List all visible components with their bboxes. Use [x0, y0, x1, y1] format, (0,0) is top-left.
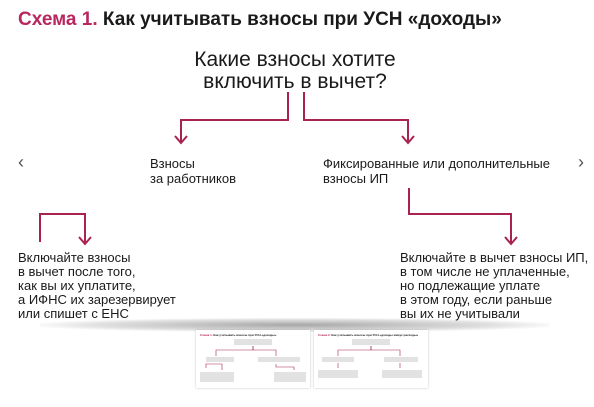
chevron-left-icon: ‹	[18, 152, 24, 172]
prev-slide-button[interactable]: ‹	[14, 152, 28, 172]
outcome-employees-line: а ИФНС их зарезервирует	[18, 292, 176, 307]
outcome-ip-line: вы их не учитывали	[400, 306, 520, 321]
diagram-title-number: Схема 1.	[18, 9, 98, 30]
chevron-right-icon: ›	[578, 152, 584, 172]
branch-ip-line: Фиксированные или дополнительные	[323, 156, 550, 171]
branch-ip-node: Фиксированные или дополнительные взносы …	[323, 156, 550, 186]
outcome-employees-line: как вы их уплатите,	[18, 278, 136, 293]
arrowhead	[504, 236, 518, 246]
branch-employees-node: Взносы за работников	[150, 156, 236, 186]
slide-shadow	[40, 318, 550, 332]
branch-employees-line: за работников	[150, 171, 237, 186]
question-line: Какие взносы хотите	[194, 48, 396, 71]
diagram-title: Схема 1. Как учитывать взносы при УСН «д…	[18, 9, 502, 31]
outcome-ip-line: в том числе не уплаченные,	[400, 264, 570, 279]
outcome-ip-line: но подлежащие уплате	[400, 278, 541, 293]
thumbnail-title: Схема 1. Как учитывать взносы при УСН «д…	[200, 333, 277, 337]
arrowhead	[174, 135, 188, 145]
outcome-employees-line: в вычет после того,	[18, 264, 136, 279]
arrowhead	[401, 135, 415, 145]
question-node: Какие взносы хотите включить в вычет?	[160, 49, 430, 93]
diagram-title-text: Как учитывать взносы при УСН «доходы»	[102, 9, 502, 30]
thumbnail-title: Схема 2. Как учитывать взносы при УСН «д…	[318, 333, 419, 337]
connector-right-to-outcome	[408, 188, 512, 243]
outcome-employees-line: Включайте взносы	[18, 250, 131, 265]
connector-question-right	[303, 92, 409, 142]
thumbnail-slide-1[interactable]: Схема 1. Как учитывать взносы при УСН «д…	[196, 330, 310, 388]
arrowhead	[78, 236, 92, 246]
outcome-ip-line: Включайте в вычет взносы ИП,	[400, 250, 589, 265]
connector-left-to-outcome	[39, 213, 86, 243]
outcome-ip-node: Включайте в вычет взносы ИП, в том числе…	[400, 251, 588, 321]
next-slide-button[interactable]: ›	[574, 152, 588, 172]
outcome-ip-line: в этом году, если раньше	[400, 292, 553, 307]
branch-employees-line: Взносы	[150, 156, 195, 171]
outcome-employees-line: или спишет с ЕНС	[18, 306, 129, 321]
question-line: включить в вычет?	[203, 70, 387, 93]
connector-question-left	[180, 92, 289, 142]
outcome-employees-node: Включайте взносы в вычет после того, как…	[18, 251, 176, 321]
thumbnail-diagram-icon	[318, 339, 422, 378]
thumbnail-slide-2[interactable]: Схема 2. Как учитывать взносы при УСН «д…	[314, 330, 428, 388]
thumbnail-diagram-icon	[200, 339, 306, 382]
branch-ip-line: взносы ИП	[323, 171, 389, 186]
